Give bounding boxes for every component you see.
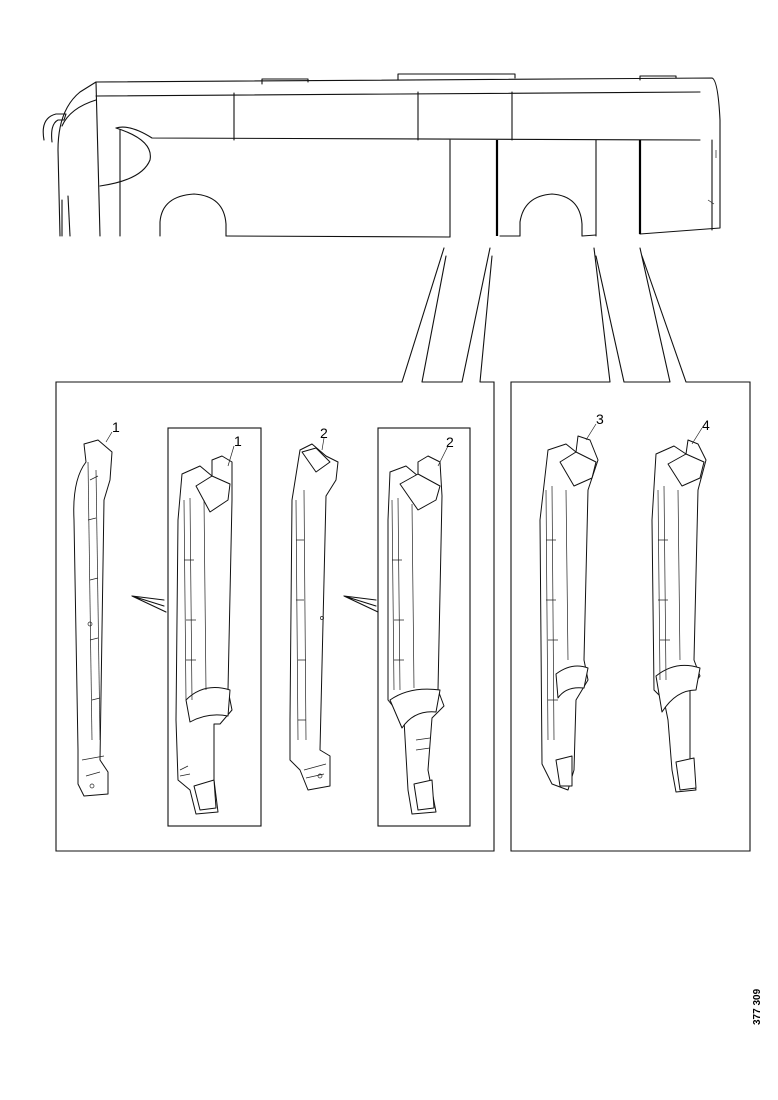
detail-arrow-1 xyxy=(131,595,167,613)
detail-box-2 xyxy=(377,427,471,827)
reference-code: 377 309 xyxy=(752,988,763,1025)
leader-lines xyxy=(401,247,687,383)
detail-box-1 xyxy=(167,427,262,827)
pillar-part-3 xyxy=(539,435,599,791)
pillar-part-2-detail xyxy=(387,455,445,815)
callout-3: 3 xyxy=(596,411,604,427)
callout-leaders xyxy=(105,423,703,467)
pillar-part-1 xyxy=(73,439,113,797)
pillar-part-4 xyxy=(651,439,707,793)
callout-2-plain: 2 xyxy=(320,425,328,441)
callout-2-detail: 2 xyxy=(446,434,454,450)
pillar-part-1-detail xyxy=(175,455,233,815)
detail-arrow-2 xyxy=(343,595,379,613)
bus-side-view xyxy=(42,73,721,238)
right-panel-frame xyxy=(510,381,751,852)
pillar-part-2 xyxy=(289,443,339,791)
callout-4: 4 xyxy=(702,417,710,433)
callout-1-plain: 1 xyxy=(112,419,120,435)
callout-1-detail: 1 xyxy=(234,433,242,449)
left-panel-frame xyxy=(55,381,495,852)
